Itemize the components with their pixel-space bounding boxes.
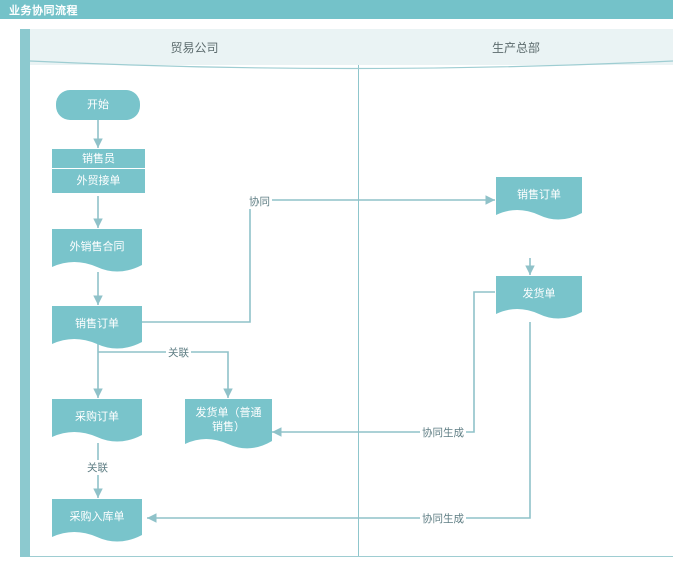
node-export-contract[interactable]: 外销售合同 [52,229,142,274]
node-purchase-receipt-label: 采购入库单 [69,510,125,524]
node-purchase-order-label: 采购订单 [75,410,119,424]
window-title: 业务协同流程 [9,4,78,17]
node-start-label: 开始 [87,98,109,112]
node-delivery-note[interactable]: 发货单 [496,276,582,321]
node-sales-order-left-label: 销售订单 [75,317,119,331]
node-sales-order-right-label: 销售订单 [517,188,561,202]
lane-accent-strip [20,29,30,557]
node-sales-order-left[interactable]: 销售订单 [52,306,142,351]
lane-label-production: 生产总部 [491,40,540,55]
node-export-contract-label: 外销售合同 [69,240,125,254]
node-sales-order-right[interactable]: 销售订单 [496,177,582,222]
node-sales-rep-label: 外贸接单 [76,174,121,188]
node-delivery-note-normal-label: 发货单（普通 销售） [195,406,262,433]
node-delivery-note-label: 发货单 [522,287,556,301]
document-shape-icon [52,499,142,542]
frame-bottom-border [30,556,673,557]
window-title-bar: 业务协同流程 [0,0,673,19]
node-purchase-receipt[interactable]: 采购入库单 [52,499,142,544]
document-shape-icon [52,306,142,349]
node-sales-rep[interactable]: 销售员 外贸接单 [52,149,145,193]
edge-label-link-delivery: 关联 [166,345,191,360]
edge-label-collab: 协同 [247,194,272,209]
edge-label-collabgen-receipt: 协同生成 [420,511,466,526]
document-shape-icon [496,177,582,220]
document-shape-icon [185,399,272,449]
node-delivery-note-normal[interactable]: 发货单（普通 销售） [185,399,272,451]
document-shape-icon [52,399,142,442]
edge-label-collabgen-delivery: 协同生成 [420,425,466,440]
edge-label-link-receipt: 关联 [85,460,110,475]
document-shape-icon [52,229,142,272]
lane-divider [358,29,359,557]
header-curve-separator [30,60,673,70]
lane-label-trading: 贸易公司 [170,40,219,55]
lane-header-production: 生产总部 [359,29,673,65]
document-shape-icon [496,276,582,319]
node-start[interactable]: 开始 [56,90,140,120]
node-purchase-order[interactable]: 采购订单 [52,399,142,444]
lane-header-trading: 贸易公司 [30,29,359,65]
node-sales-rep-header: 销售员 [52,149,145,169]
